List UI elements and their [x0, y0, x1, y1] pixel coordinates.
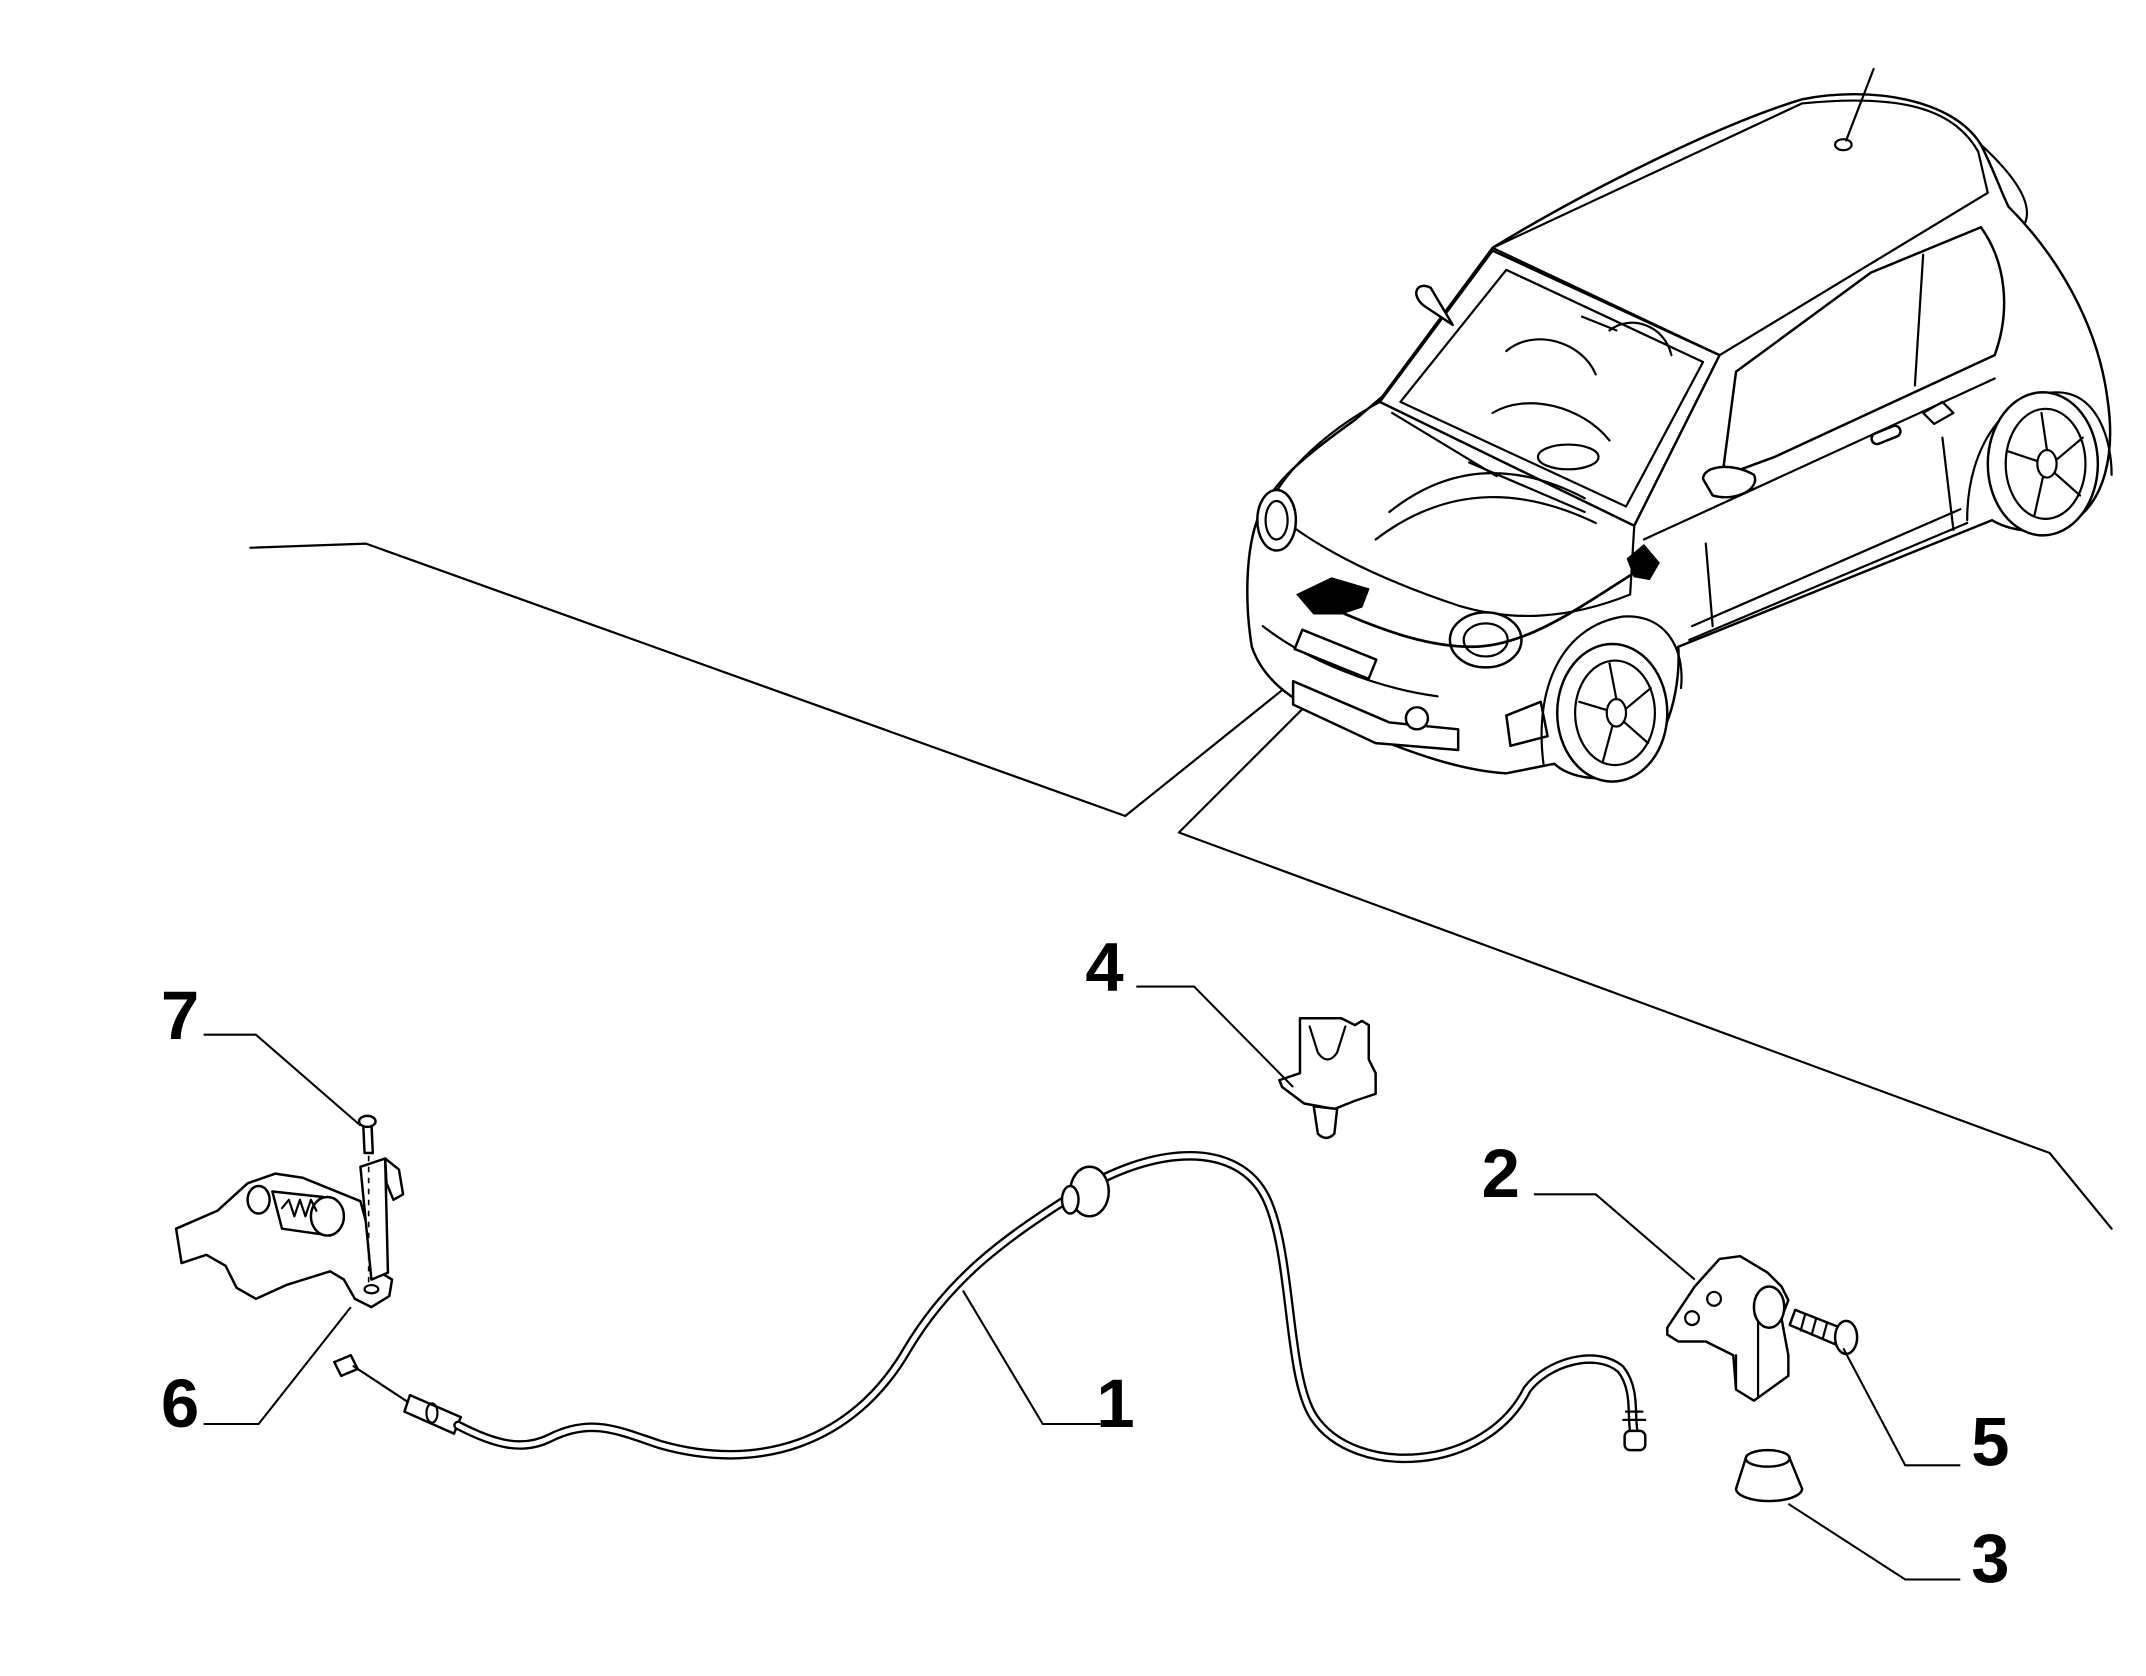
callout-1: 1: [1096, 1365, 1134, 1442]
rear-tire: [1986, 391, 2100, 537]
cable-ferrule-ring: [425, 1402, 439, 1424]
hood-latch-knob: [246, 1184, 271, 1215]
leader-line-4: [1136, 985, 1294, 1088]
car-right-headlight: [1448, 611, 1523, 669]
car-rear-wheel: [1986, 391, 2100, 537]
rubber-stop-top: [1744, 1448, 1791, 1468]
hood-latch: [174, 1157, 405, 1309]
hood-latch-hole: [363, 1283, 380, 1295]
callout-labels: 1 2 3 4 5 6 7: [161, 929, 2010, 1598]
leader-line-5: [1842, 1347, 1961, 1467]
car-side-badge: [1922, 400, 1955, 426]
leader-lines: [203, 985, 1961, 1581]
car-interior-seat: [1491, 321, 1673, 442]
rubber-stop: [1734, 1448, 1804, 1503]
car-door-handle: [1870, 424, 1902, 446]
release-cable: [333, 1150, 1647, 1464]
cable-lever-fitting-ring: [1622, 1410, 1647, 1421]
leader-line-2: [1533, 1193, 1696, 1281]
car-fog-lamp: [1404, 706, 1430, 731]
rear-rim: [2004, 407, 2087, 520]
lever-bracket-hole-1: [1684, 1310, 1701, 1327]
car-latch-arrow-icon: [1296, 577, 1370, 615]
car-rear-wheel-arch: [1966, 391, 2113, 522]
rear-spokes: [2007, 411, 2084, 516]
lever-bracket: [1666, 1254, 1790, 1402]
hood-latch-cylinder-end: [309, 1195, 346, 1237]
lever-bracket-fold: [1734, 1319, 1760, 1398]
callout-7: 7: [161, 977, 199, 1054]
car-roof: [1491, 99, 1989, 357]
car-side-stripe: [1688, 508, 1969, 642]
car-right-mirror: [1701, 465, 1757, 499]
car-front-wheel: [1555, 642, 1669, 783]
callout-5: 5: [1971, 1403, 2009, 1480]
bolt-head: [1833, 1319, 1859, 1356]
boundary-line-lower: [1177, 634, 2113, 1230]
front-rim: [1574, 659, 1656, 767]
bolt: [1788, 1308, 1859, 1356]
hood-latch-bracket: [359, 1157, 390, 1281]
leader-line-1: [962, 1290, 1101, 1426]
cable-clip-body: [1278, 1016, 1377, 1111]
cable-clip-stud: [1312, 1105, 1339, 1140]
leader-line-7: [203, 1033, 362, 1127]
car-left-headlight: [1256, 488, 1298, 552]
cable-ferrule: [403, 1393, 463, 1435]
car-b-pillar: [1913, 253, 1925, 387]
callout-2: 2: [1482, 1135, 1520, 1212]
car-hood-stripe: [1374, 472, 1597, 541]
cable-sheath-outline: [453, 1150, 1640, 1464]
car-antenna: [1845, 67, 1875, 142]
lever-bracket-pivot: [1752, 1285, 1786, 1329]
screw-head: [357, 1114, 377, 1129]
bolt-shaft: [1788, 1308, 1842, 1346]
car-left-mirror: [1415, 284, 1454, 327]
cable-clip: [1278, 1016, 1377, 1140]
car-door-line: [1704, 436, 1955, 628]
car-lever-arrow-icon: [1626, 544, 1660, 581]
car-front-fascia: [1261, 625, 1439, 698]
screw: [357, 1114, 377, 1287]
hood-latch-tab: [383, 1157, 405, 1202]
car-windshield-inset: [1399, 268, 1705, 508]
car-lower-intake: [1505, 700, 1549, 748]
car-antenna-base: [1834, 138, 1853, 152]
car-left-headlight-inner: [1264, 499, 1289, 541]
leader-line-3: [1787, 1502, 1961, 1581]
cable-clip-slot: [1308, 1025, 1347, 1061]
hood-latch-spring: [280, 1198, 318, 1218]
callout-6: 6: [161, 1365, 199, 1442]
callout-4: 4: [1085, 929, 1123, 1006]
boundary-line-upper: [249, 542, 1363, 818]
section-boundary: [249, 542, 2113, 1230]
leader-line-6: [203, 1306, 352, 1426]
cable-sheath-fill: [455, 1153, 1637, 1461]
bolt-thread: [1799, 1314, 1828, 1340]
car-wipers: [1391, 411, 1586, 514]
car-lower-grille: [1291, 679, 1460, 752]
cable-lever-fitting: [1623, 1429, 1647, 1452]
lever-bracket-hole-2: [1706, 1290, 1723, 1307]
car-rear-spoiler: [1979, 143, 2029, 225]
car-steering-wheel: [1536, 443, 1600, 471]
cable-grommet-collar: [1060, 1184, 1080, 1215]
car-mirror-interior: [1580, 315, 1618, 332]
callout-3: 3: [1971, 1520, 2009, 1597]
rubber-stop-body: [1734, 1457, 1804, 1503]
front-spokes: [1578, 662, 1652, 764]
car-front-badge: [1293, 628, 1378, 681]
front-tire: [1555, 642, 1669, 783]
cable-inner-wire: [352, 1365, 412, 1405]
car-right-headlight-inner: [1462, 622, 1509, 658]
car-release-cable-route: [1339, 569, 1639, 649]
car-front-wheel-arch: [1540, 615, 1683, 765]
car-illustration: [1246, 67, 2113, 783]
car-side-window: [1721, 225, 2006, 478]
